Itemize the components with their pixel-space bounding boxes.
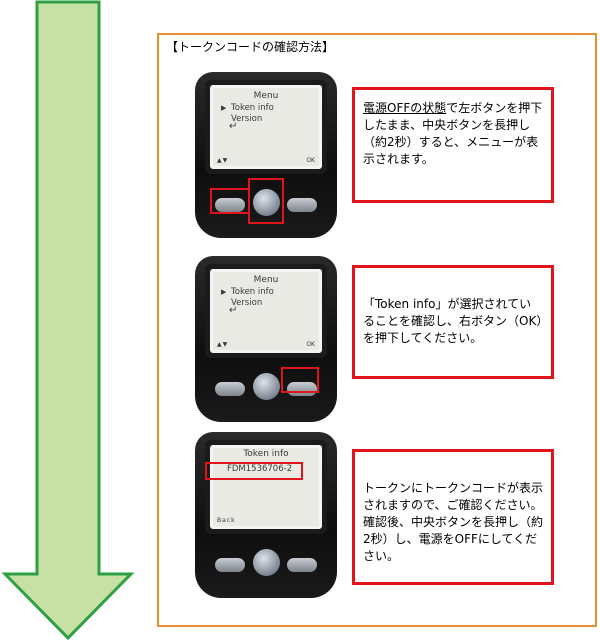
screen-title: Token info [243, 449, 289, 459]
screen-title: Menu [253, 91, 279, 101]
return-icon: ↵ [229, 121, 238, 132]
screen-title: Menu [253, 275, 279, 285]
soft-key-left-label: ▲▼ [217, 341, 229, 348]
menu-item: Version [231, 298, 263, 308]
token-device-step-3: Token info FDM1536706-2 Back [195, 432, 337, 598]
center-button[interactable] [253, 189, 280, 216]
cursor-icon: ▶ [221, 288, 227, 296]
center-button[interactable] [253, 549, 280, 576]
soft-key-right-label: OK [306, 341, 315, 348]
right-button[interactable] [287, 558, 317, 572]
left-button[interactable] [215, 558, 245, 572]
underlined-text: 電源OFFの状態 [363, 101, 447, 115]
highlight-center-button [248, 178, 284, 224]
soft-key-left-label: Back [217, 517, 236, 524]
instruction-text-step-2: 「Token info」が選択されていることを確認し、右ボタン（OK）を押下して… [352, 265, 554, 379]
device-screen: Menu ▶ Token info Version ↵ ▲▼ OK [210, 269, 322, 353]
center-button[interactable] [253, 373, 280, 400]
left-button[interactable] [215, 382, 245, 396]
soft-key-right-label: OK [306, 157, 315, 164]
menu-item: Token info [231, 103, 274, 113]
soft-key-left-label: ▲▼ [217, 157, 229, 164]
down-arrow-icon [1, 0, 135, 641]
highlight-left-button [210, 188, 250, 214]
instruction-text-step-3: トークンにトークンコードが表示されますので、ご確認ください。確認後、中央ボタンを… [352, 449, 554, 585]
highlight-right-button [281, 367, 319, 393]
instruction-text-step-1: 電源OFFの状態で左ボタンを押下したまま、中央ボタンを長押し（約2秒）すると、メ… [352, 87, 554, 203]
token-device-step-2: Menu ▶ Token info Version ↵ ▲▼ OK [195, 256, 337, 422]
highlight-token-code [205, 462, 303, 480]
device-screen: Menu ▶ Token info Version ↵ ▲▼ OK [210, 85, 322, 169]
token-device-step-1: Menu ▶ Token info Version ↵ ▲▼ OK [195, 72, 337, 238]
cursor-icon: ▶ [221, 104, 227, 112]
token-code: FDM1536706-2 [227, 464, 293, 474]
device-screen: Token info FDM1536706-2 Back [210, 445, 322, 529]
menu-item: Version [231, 114, 263, 124]
menu-item: Token info [231, 287, 274, 297]
left-button[interactable] [215, 198, 245, 212]
return-icon: ↵ [229, 305, 238, 316]
panel-title: 【トークンコードの確認方法】 [166, 40, 335, 54]
right-button[interactable] [287, 198, 317, 212]
